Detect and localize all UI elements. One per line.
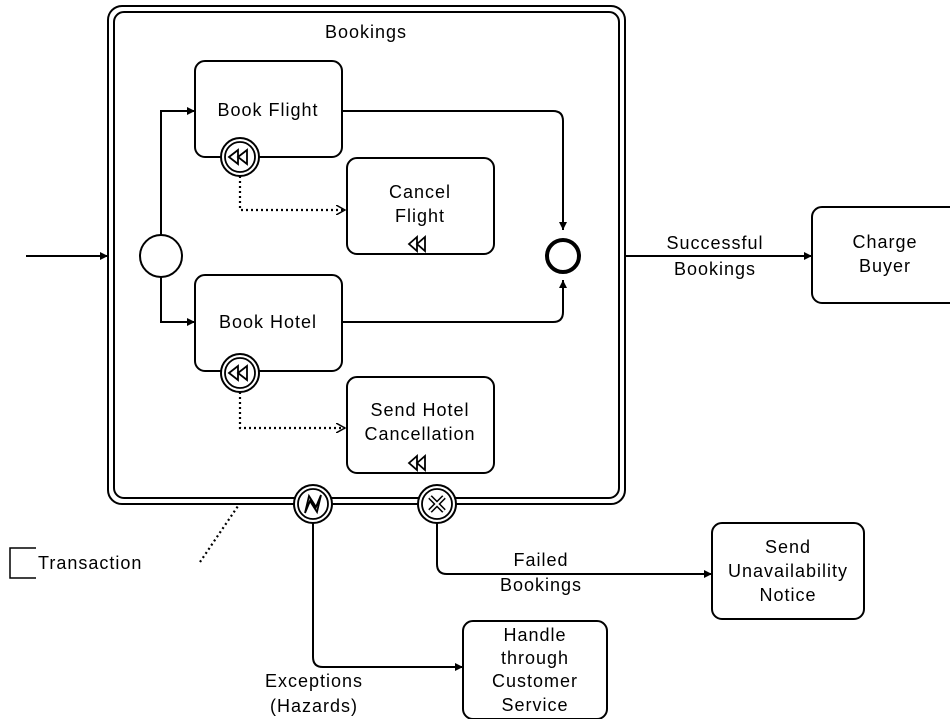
transaction-legend: Transaction [9,505,239,579]
task-handle-customer-service[interactable]: Handle through Customer Service [462,620,608,719]
compensation-icon [407,235,426,253]
compensation-boundary-event-flight[interactable] [220,137,260,177]
task-send-hotel-cancellation-label-1: Send Hotel [370,400,469,420]
error-boundary-event[interactable] [293,484,333,524]
error-icon [304,493,322,515]
flow-exceptions-label-1: Exceptions [265,671,363,691]
flow-start-to-book-hotel [160,277,195,326]
end-event[interactable] [545,238,581,274]
flow-book-flight-to-end [342,110,567,230]
transaction-legend-pointer [199,505,239,563]
task-send-unavailability-label-3: Notice [759,585,816,605]
flow-start-to-book-flight [160,107,195,235]
task-send-unavailability-notice[interactable]: Send Unavailability Notice [711,522,865,620]
task-book-hotel-label: Book Hotel [219,312,317,332]
task-handle-label-1: Handle [503,625,566,645]
association-cancel-flight [238,176,345,210]
start-event[interactable] [139,234,183,278]
compensation-boundary-event-hotel[interactable] [220,353,260,393]
task-book-flight[interactable]: Book Flight [194,60,343,158]
subprocess-title: Bookings [325,22,407,42]
task-cancel-flight[interactable]: Cancel Flight [346,157,495,255]
task-book-hotel[interactable]: Book Hotel [194,274,343,372]
task-charge-buyer[interactable]: Charge Buyer [811,206,950,304]
compensation-icon [227,148,248,166]
flow-failed-label-1: Failed [513,550,568,570]
task-handle-label-3: Customer [492,671,578,691]
flow-failed-bookings [436,523,712,578]
task-charge-buyer-label-2: Buyer [859,256,911,276]
task-handle-label-2: through [501,648,569,668]
task-send-unavailability-label-2: Unavailability [728,561,848,581]
compensation-icon [407,454,426,472]
transaction-legend-label: Transaction [38,553,142,573]
task-book-flight-label: Book Flight [217,100,318,120]
compensation-icon [227,364,248,382]
task-handle-label-4: Service [501,695,568,715]
flow-failed-label-2: Bookings [500,575,582,595]
task-cancel-flight-label-2: Flight [395,206,445,226]
association-send-hotel-cancellation [238,392,345,428]
flow-book-hotel-to-end [342,280,567,323]
cancel-boundary-event[interactable] [417,484,457,524]
task-cancel-flight-label-1: Cancel [389,182,451,202]
flow-successful-label-1: Successful [666,233,763,253]
task-send-hotel-cancellation[interactable]: Send Hotel Cancellation [346,376,495,474]
task-charge-buyer-label-1: Charge [852,232,917,252]
flow-exceptions-label-2: (Hazards) [270,696,358,716]
flow-exceptions [312,523,463,671]
flow-successful-label-2: Bookings [674,259,756,279]
task-send-hotel-cancellation-label-2: Cancellation [364,424,475,444]
task-send-unavailability-label-1: Send [765,537,811,557]
